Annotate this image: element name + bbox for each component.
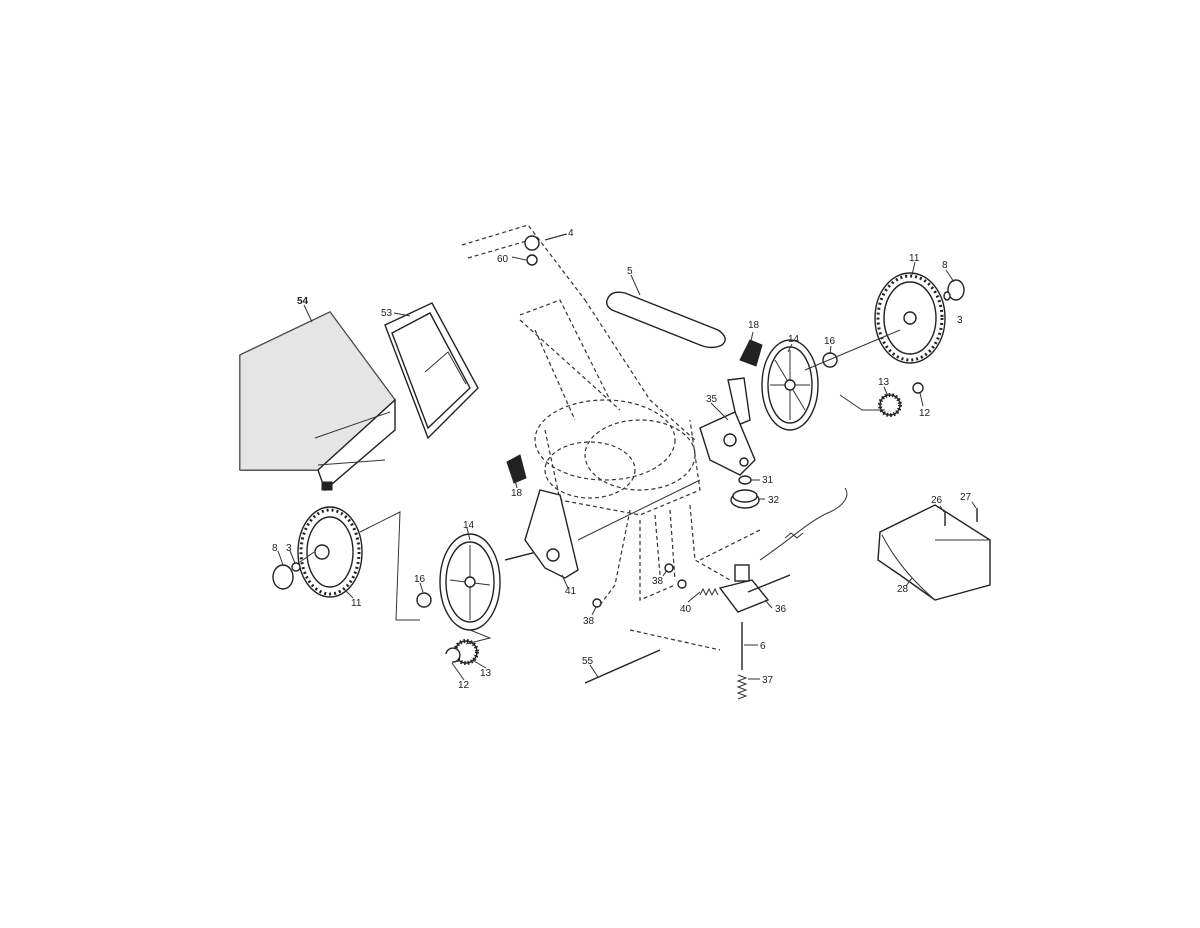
callout-16-left: 16 [414,574,426,585]
linkage-line-right [839,394,885,411]
callout-12-left: 12 [458,680,470,691]
callout-35: 35 [706,394,718,405]
callout-18-right: 18 [748,320,760,331]
right-wheel-part [874,272,946,364]
callout-5: 5 [627,266,633,277]
rod-55-part [584,649,661,684]
grip-18-right-part [739,339,763,367]
callout-14-left: 14 [463,520,475,531]
discharge-chute-part [877,504,991,601]
left-gear-cover-part [439,533,501,631]
callout-11-right: 11 [909,253,920,264]
grip-18-left-part [506,454,527,484]
bag-frame-part [384,302,479,440]
washer-16-left-part [416,592,432,608]
wheel-cap-part [943,279,965,301]
nut-38-left-part [592,598,602,608]
left-bracket-part [504,489,579,579]
wheel-cap-8-left-part [272,564,294,590]
callout-36: 36 [775,604,787,615]
callout-37: 37 [762,675,774,686]
height-adjuster-part [718,564,791,613]
nut-38-mid2-part [677,579,687,589]
callout-13-left: 13 [480,668,492,679]
callout-38-mid: 38 [652,576,664,587]
callout-14-right: 14 [788,334,800,345]
grass-bag-part [239,311,396,492]
callout-31: 31 [762,475,774,486]
callout-40: 40 [680,604,692,615]
callout-26: 26 [931,495,943,506]
callout-18-left: 18 [511,488,523,499]
cable-part [759,487,848,561]
callout-13-right: 13 [878,377,890,388]
gear-13-right-part [878,393,902,417]
right-gear-cover-part [761,339,819,431]
callout-12-right: 12 [919,408,931,419]
spring-40-part [699,587,719,597]
callout-3-left: 3 [286,543,292,554]
callout-4: 4 [568,228,574,239]
clip-12-left-part [445,647,461,663]
callout-8-right: 8 [942,260,948,271]
nut-31-part [738,475,752,485]
callout-38-left: 38 [583,616,595,627]
callout-32: 32 [768,495,780,506]
callout-28: 28 [897,584,909,595]
clip-12-right-part [912,382,924,394]
leader-lines [277,233,977,681]
screw-3-left-part [291,562,301,572]
callout-60: 60 [497,254,509,265]
callout-53: 53 [381,308,393,319]
callout-41: 41 [565,586,577,597]
linkage-dashed-part [599,504,761,651]
callout-54: 54 [297,296,309,307]
callout-6: 6 [760,641,766,652]
drive-belt-part [605,291,726,349]
cap-32-part [730,489,760,509]
callout-11-left: 11 [351,598,362,609]
callout-55: 55 [582,656,594,667]
spring-37-part [736,674,748,700]
linkage-line-left [359,511,420,621]
callout-16-right: 16 [824,336,836,347]
callout-27: 27 [960,492,972,503]
callout-3-right: 3 [957,315,963,326]
left-wheel-part [297,506,363,598]
callout-8-left: 8 [272,543,278,554]
deck-dashed-part [534,399,701,516]
right-bracket-part [699,377,756,476]
